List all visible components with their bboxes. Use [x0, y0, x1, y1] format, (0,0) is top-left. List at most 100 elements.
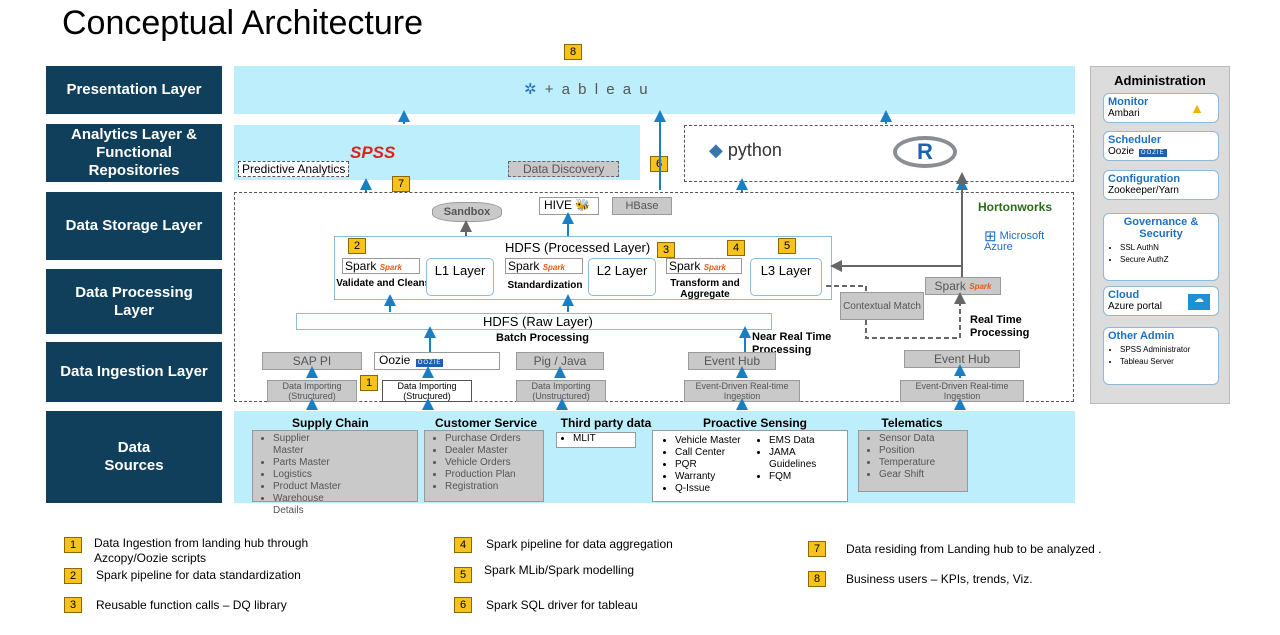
- sandbox: Sandbox: [432, 202, 502, 222]
- scheduler-sub: Oozie OOZIE: [1108, 146, 1167, 157]
- legend-text-6: Spark SQL driver for tableau: [486, 598, 638, 612]
- ingestion-layer-label: Data Ingestion Layer: [46, 342, 222, 402]
- other-admin-item[interactable]: Other Admin SPSS Administrator Tableau S…: [1103, 327, 1219, 385]
- monitor-head: Monitor: [1108, 96, 1149, 108]
- customer-service-list: Purchase Orders Dealer Master Vehicle Or…: [424, 430, 544, 502]
- badge-2: 2: [348, 238, 366, 254]
- data-importing-structured-1: Data Importing (Structured): [267, 380, 357, 402]
- legend-badge-3: 3: [64, 597, 82, 613]
- legend-text-7: Data residing from Landing hub to be ana…: [846, 542, 1102, 556]
- proactive-item: EMS Data: [769, 435, 835, 447]
- administration-panel: Administration Monitor Ambari ▲ Schedule…: [1090, 66, 1230, 404]
- badge-1: 1: [360, 375, 378, 391]
- legend-text-2: Spark pipeline for data standardization: [96, 568, 301, 582]
- telematics-item: Temperature: [879, 457, 963, 469]
- other-admin-entry: SPSS Administrator: [1120, 344, 1214, 356]
- legend-text-8: Business users – KPIs, trends, Viz.: [846, 572, 1033, 586]
- customer-service-title: Customer Service: [434, 416, 538, 430]
- legend-badge-5: 5: [454, 567, 472, 583]
- presentation-layer-label: Presentation Layer: [46, 66, 222, 114]
- badge-5: 5: [778, 238, 796, 254]
- proactive-item: FQM: [769, 471, 835, 483]
- l1-layer: L1 Layer: [426, 258, 494, 296]
- legend-badge-4: 4: [454, 537, 472, 553]
- analytics-layer-label: Analytics Layer & Functional Repositorie…: [46, 124, 222, 182]
- l2-layer: L2 Layer: [588, 258, 656, 296]
- governance-item-entry: Secure AuthZ: [1120, 254, 1214, 266]
- contextual-match: Contextual Match: [840, 292, 924, 320]
- configuration-sub: Zookeeper/Yarn: [1108, 185, 1179, 196]
- processing-layer-label: Data Processing Layer: [46, 269, 222, 334]
- proactive-item: Call Center: [675, 447, 755, 459]
- supply-chain-title: Supply Chain: [292, 416, 369, 430]
- scheduler-head: Scheduler: [1108, 134, 1162, 146]
- proactive-item: Q-Issue: [675, 483, 755, 495]
- hdfs-processed-title: HDFS (Processed Layer): [505, 240, 651, 255]
- spss-logo: SPSS: [350, 143, 396, 162]
- telematics-item: Position: [879, 445, 963, 457]
- telematics-list: Sensor Data Position Temperature Gear Sh…: [858, 430, 968, 492]
- governance-item[interactable]: Governance & Security SSL AuthN Secure A…: [1103, 213, 1219, 281]
- administration-title: Administration: [1114, 73, 1206, 88]
- proactive-sensing-list: Vehicle Master Call Center PQR Warranty …: [652, 430, 848, 502]
- telematics-item: Gear Shift: [879, 469, 963, 481]
- cloud-sub: Azure portal: [1108, 301, 1162, 312]
- sources-layer-label: Data Sources: [46, 411, 222, 503]
- customer-item: Vehicle Orders: [445, 457, 539, 469]
- r-logo: R: [893, 136, 957, 168]
- third-party-item: MLIT: [573, 433, 635, 444]
- predictive-analytics: Predictive Analytics: [238, 161, 350, 177]
- legend-badge-6: 6: [454, 597, 472, 613]
- ambari-icon: ▲: [1190, 100, 1204, 116]
- badge-7: 7: [392, 176, 410, 192]
- configuration-head: Configuration: [1108, 173, 1181, 185]
- supply-chain-list: Supplier Master Parts Master Logistics P…: [252, 430, 418, 516]
- legend-text-1: Data Ingestion from landing hub through …: [94, 536, 309, 565]
- legend-text-4: Spark pipeline for data aggregation: [486, 537, 673, 551]
- supply-item: Parts Master: [273, 457, 333, 469]
- legend-badge-8: 8: [808, 571, 826, 587]
- customer-item: Purchase Orders: [445, 433, 539, 445]
- cloud-head: Cloud: [1108, 289, 1140, 301]
- proactive-sensing-title: Proactive Sensing: [702, 416, 808, 430]
- azure-logo: ⊞Microsoft Azure: [984, 228, 1045, 253]
- proactive-item: Warranty: [675, 471, 755, 483]
- governance-item-entry: SSL AuthN: [1120, 242, 1214, 254]
- event-driven-ingestion-1: Event-Driven Real-time Ingestion: [684, 380, 800, 402]
- monitor-sub: Ambari: [1108, 108, 1140, 119]
- legend-badge-2: 2: [64, 568, 82, 584]
- event-hub-1: Event Hub: [688, 352, 776, 370]
- legend-text-3: Reusable function calls – DQ library: [96, 598, 287, 612]
- monitor-item[interactable]: Monitor Ambari ▲: [1103, 93, 1219, 123]
- badge-4: 4: [727, 240, 745, 256]
- python-logo: ◆ python: [709, 140, 782, 160]
- legend-text-5: Spark MLib/Spark modelling: [484, 563, 635, 577]
- configuration-item[interactable]: Configuration Zookeeper/Yarn: [1103, 170, 1219, 200]
- badge-3: 3: [657, 242, 675, 258]
- customer-item: Registration: [445, 481, 539, 493]
- real-time-processing-label: Real Time Processing: [970, 314, 1030, 339]
- supply-item: Supplier Master: [273, 433, 333, 457]
- legend-badge-1: 1: [64, 537, 82, 553]
- other-admin-entry: Tableau Server: [1120, 356, 1214, 368]
- spark-2: Spark Spark: [505, 258, 583, 274]
- legend-badge-7: 7: [808, 541, 826, 557]
- proactive-item: PQR: [675, 459, 755, 471]
- scheduler-item[interactable]: Scheduler Oozie OOZIE: [1103, 131, 1219, 161]
- validate-cleanse: Validate and Cleanse: [336, 278, 436, 289]
- hortonworks-logo: Hortonworks: [978, 200, 1053, 214]
- other-admin-head: Other Admin: [1108, 330, 1175, 342]
- customer-item: Production Plan: [445, 469, 539, 481]
- supply-item: Warehouse Details: [273, 493, 343, 517]
- transform-aggregate: Transform and Aggregate: [670, 278, 740, 300]
- batch-processing-label: Batch Processing: [496, 332, 589, 344]
- oozie: Oozie OOZIE: [374, 352, 500, 370]
- cloud-item[interactable]: Cloud Azure portal ☁: [1103, 286, 1219, 316]
- storage-region: [234, 192, 1074, 402]
- l3-layer: L3 Layer: [750, 258, 822, 296]
- presentation-band: ✲ + a b l e a u: [234, 66, 1075, 114]
- proactive-item: Vehicle Master: [675, 435, 755, 447]
- data-discovery: Data Discovery: [508, 161, 620, 177]
- badge-8: 8: [564, 44, 582, 60]
